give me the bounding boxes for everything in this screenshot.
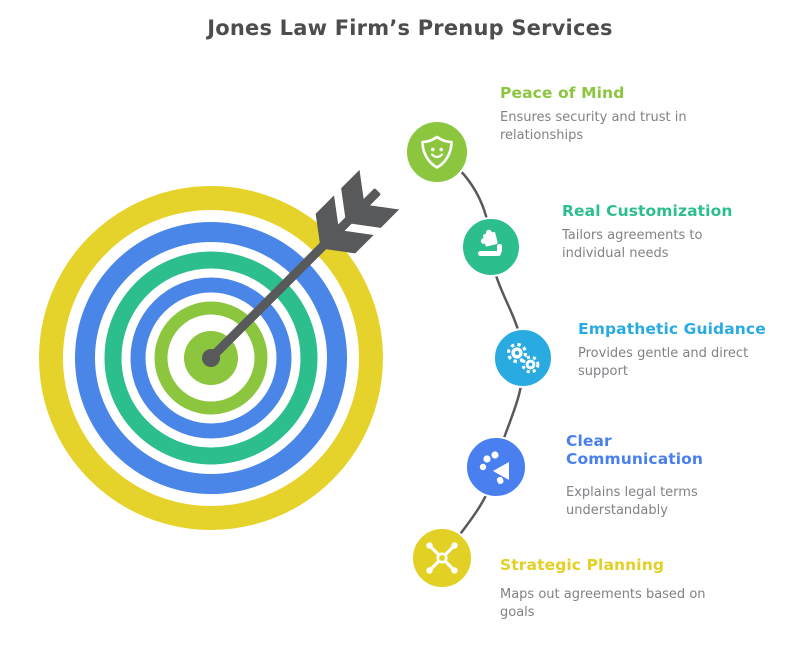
- item-description: Provides gentle and direct support: [578, 346, 749, 380]
- target-ring-blue: [75, 222, 347, 494]
- arrow-fletching-upper-front: [315, 195, 339, 244]
- target-ring-teal: [104, 251, 318, 465]
- bullseye-target: [39, 186, 383, 530]
- node-clear-communication: [465, 436, 527, 498]
- node-circle-real-customization: [461, 217, 521, 277]
- list-item-empathetic-guidance: Empathetic Guidance Provides gentle and …: [578, 320, 778, 382]
- item-title: Peace of Mind: [500, 84, 625, 102]
- list-item-real-customization: Real Customization Tailors agreements to…: [562, 202, 737, 264]
- item-title: Empathetic Guidance: [578, 320, 766, 338]
- node-peace-of-mind: [405, 120, 469, 184]
- list-item-peace-of-mind: Peace of Mind Ensures security and trust…: [500, 84, 705, 146]
- item-title: Strategic Planning: [500, 556, 665, 574]
- list-item-clear-communication: Clear Communication Explains legal terms…: [566, 432, 741, 521]
- item-description: Explains legal terms understandably: [566, 485, 698, 519]
- target-ring-outer-yellow: [39, 186, 383, 530]
- arrow-fletching-upper-back: [341, 169, 364, 218]
- node-circle-clear-communication: [465, 436, 527, 498]
- arrow-tip-dot: [202, 349, 220, 367]
- node-real-customization: [461, 217, 521, 277]
- shield-smile-icon: [421, 135, 453, 169]
- node-circle-empathetic-guidance: [493, 328, 553, 388]
- puzzle-hand-icon: [478, 229, 502, 256]
- item-description: Ensures security and trust in relationsh…: [500, 110, 687, 144]
- arrow-fletching-lower-front: [325, 230, 374, 254]
- target-ring-inner-blue: [130, 277, 292, 439]
- arrow-icon: [202, 169, 400, 367]
- target-ring-green: [154, 301, 268, 415]
- strategy-icon: [426, 542, 458, 574]
- item-title: Real Customization: [562, 202, 733, 220]
- node-circle-peace-of-mind: [405, 120, 469, 184]
- item-title: Clear Communication: [566, 432, 704, 468]
- megaphone-icon: [479, 451, 509, 485]
- gears-support-icon: [506, 342, 540, 374]
- node-strategic-planning: [411, 527, 473, 589]
- item-description: Tailors agreements to individual needs: [562, 228, 703, 262]
- node-empathetic-guidance: [493, 328, 553, 388]
- item-description: Maps out agreements based on goals: [500, 587, 706, 621]
- arrow-shaft: [208, 188, 381, 361]
- page-title: Jones Law Firm’s Prenup Services: [207, 16, 613, 40]
- arrow-fletching-lower-back: [351, 205, 400, 228]
- list-item-strategic-planning: Strategic Planning Maps out agreements b…: [500, 556, 720, 623]
